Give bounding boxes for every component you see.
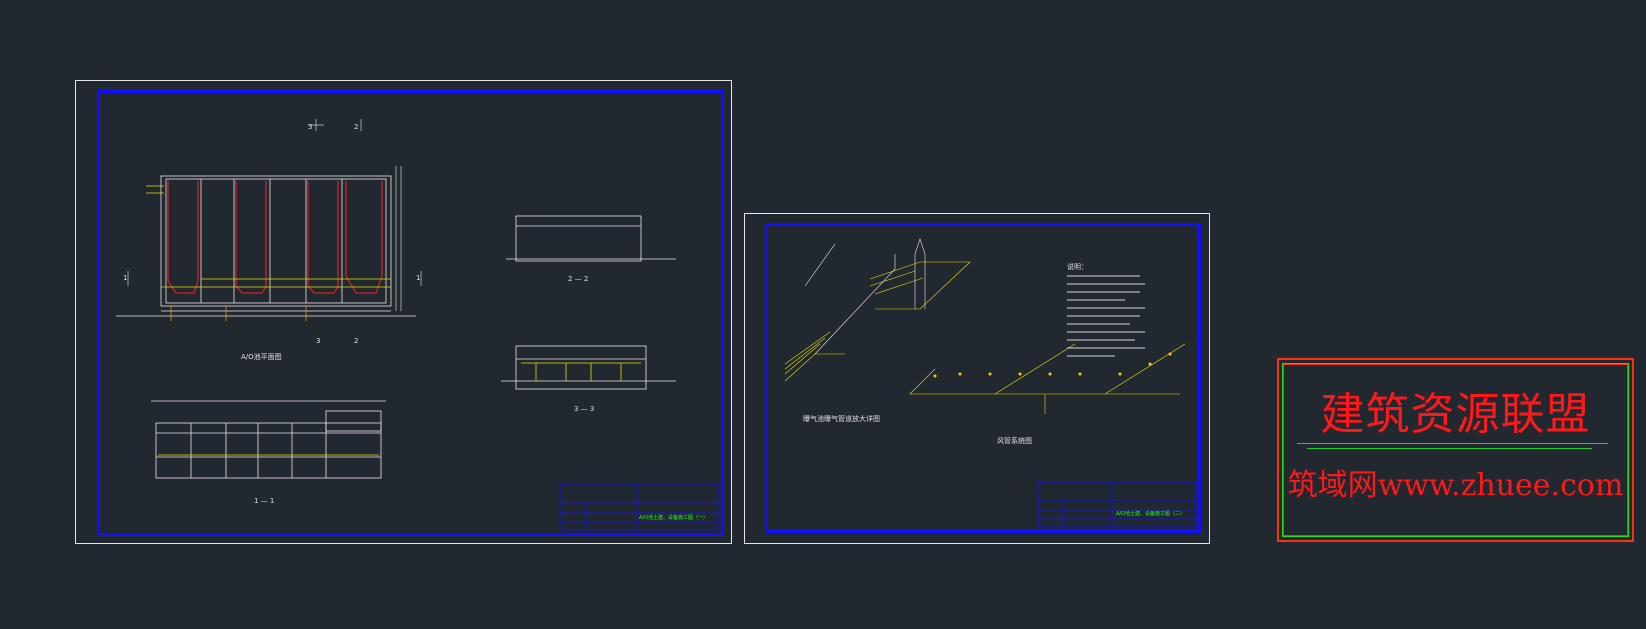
sheet-2-border bbox=[765, 223, 1201, 533]
title-block-1-name: A/O池土建、设备施工图（一） bbox=[639, 514, 708, 521]
section-mark-3: 3 bbox=[308, 123, 312, 131]
section-1-title: 1 — 1 bbox=[254, 497, 274, 505]
section-3-view bbox=[501, 345, 676, 390]
notes-heading: 说明： bbox=[1067, 262, 1088, 271]
stamp-rule-bottom bbox=[1307, 448, 1592, 449]
section-3-title: 3 — 3 bbox=[574, 405, 594, 413]
section-mark-2-bottom: 2 bbox=[354, 337, 358, 345]
section-mark-1-right: 1 bbox=[416, 274, 420, 282]
iso-view-title: 曝气池曝气管道放大详图 bbox=[803, 414, 880, 423]
stamp-title: 建筑资源联盟 bbox=[1320, 389, 1591, 440]
sheet-2-drawing: 曝气池曝气管道放大详图 风管系统图 说明： A/O池土建、设备施工图（二） bbox=[784, 238, 1196, 528]
drawing-sheet-2[interactable]: 曝气池曝气管道放大详图 风管系统图 说明： A/O池土建、设备施工图（二） bbox=[744, 213, 1210, 544]
title-block-1 bbox=[560, 483, 719, 531]
plan-view bbox=[116, 175, 416, 317]
plan-title: A/O池平面图 bbox=[241, 352, 282, 361]
title-block-2-name: A/O池土建、设备施工图（二） bbox=[1116, 510, 1185, 517]
stamp-url: 筑域网www.zhuee.com bbox=[1287, 468, 1624, 503]
section-mark-2: 2 bbox=[354, 123, 358, 131]
air-pipe-system bbox=[909, 343, 1186, 414]
section-2-title: 2 — 2 bbox=[568, 275, 588, 283]
section-mark-3-bottom: 3 bbox=[316, 337, 320, 345]
stamp-rule-top bbox=[1297, 443, 1608, 444]
notes-lines bbox=[1067, 275, 1145, 357]
drawing-sheet-1[interactable]: 3 2 1 1 3 2 A/O池平面图 1 — 1 2 bbox=[75, 80, 732, 544]
sheet-1-drawing: 3 2 1 1 3 2 A/O池平面图 1 — 1 2 bbox=[116, 119, 719, 531]
section-1-view bbox=[151, 400, 386, 479]
title-block-2 bbox=[1037, 481, 1196, 528]
section-2-view bbox=[506, 215, 676, 262]
aeration-iso-view bbox=[784, 261, 971, 382]
sheet-1-border bbox=[97, 90, 724, 536]
plan-red-outlines bbox=[167, 181, 383, 294]
air-system-title: 风管系统图 bbox=[997, 436, 1032, 445]
watermark-stamp: 建筑资源联盟 筑域网www.zhuee.com bbox=[1277, 358, 1634, 542]
section-mark-1-left: 1 bbox=[123, 274, 127, 282]
